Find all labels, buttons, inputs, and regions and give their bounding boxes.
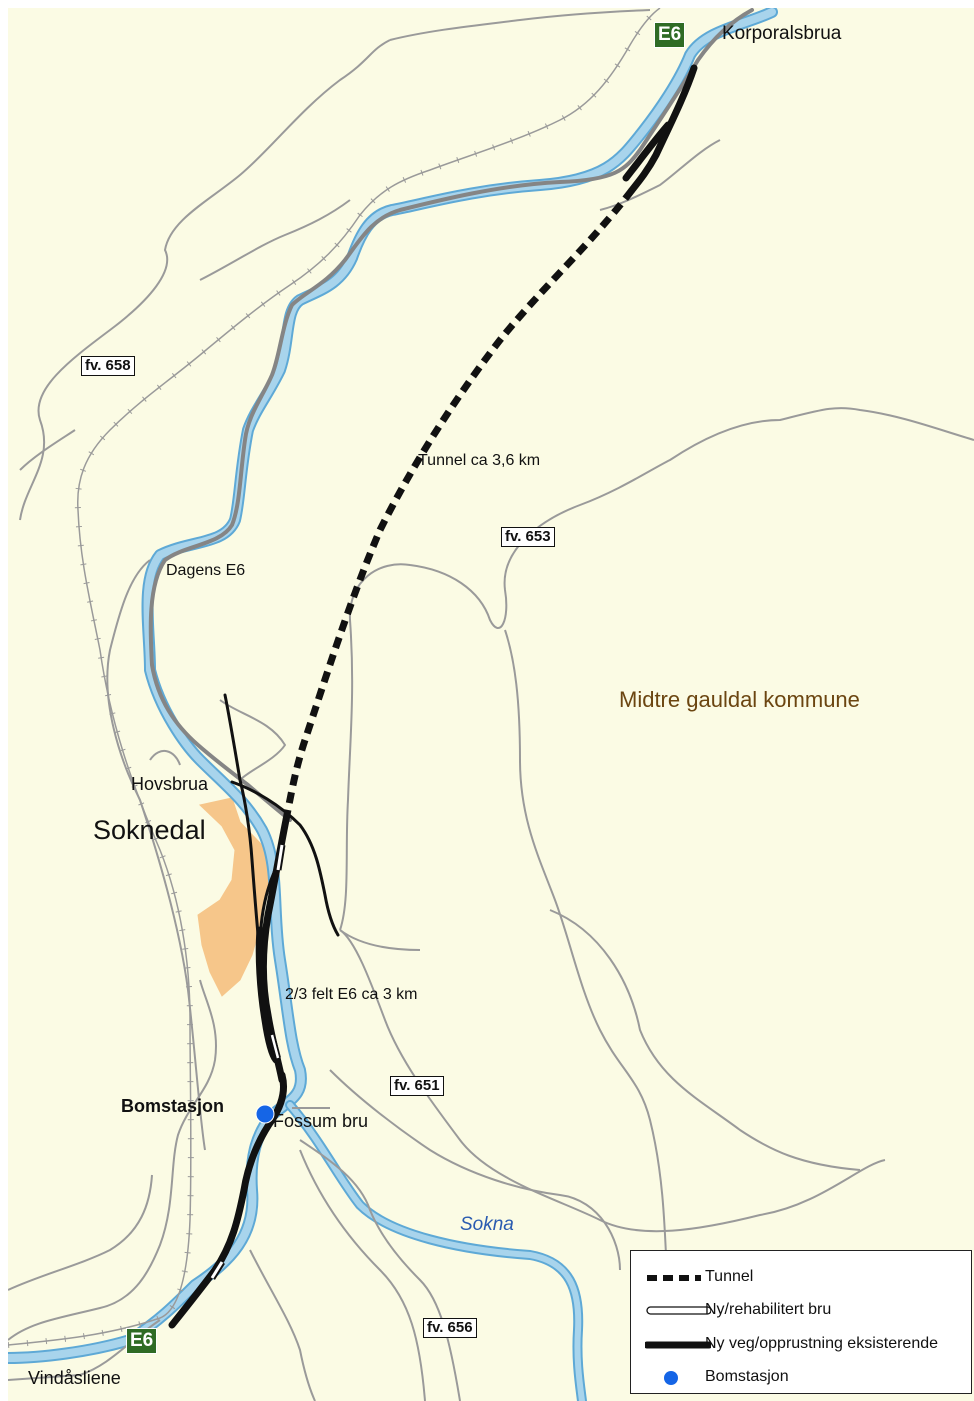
toll-station-marker — [255, 1104, 275, 1124]
map-canvas[interactable] — [8, 8, 974, 1401]
minor-roads — [8, 9, 974, 1401]
label-korporalsbrua: Korporalsbrua — [722, 23, 842, 44]
legend-bridge-label: Ny/rehabilitert bru — [705, 1301, 832, 1318]
legend-new-road-label: Ny veg/opprustning eksisterende — [705, 1335, 939, 1352]
label-vindasliene: Vindåsliene — [28, 1368, 121, 1388]
label-kommune: Midtre gauldal kommune — [619, 687, 860, 712]
legend-toll-label: Bomstasjon — [705, 1368, 789, 1385]
railway — [8, 8, 662, 1348]
shield-fv656: fv. 656 — [423, 1318, 477, 1338]
tunnel-route — [282, 187, 635, 821]
shield-fv653: fv. 653 — [501, 527, 555, 547]
legend-tunnel-label: Tunnel — [705, 1268, 754, 1285]
label-tunnel-note: Tunnel ca 3,6 km — [418, 452, 541, 469]
legend-row-toll: Bomstasjon — [631, 1363, 971, 1393]
legend-bridge-symbol — [646, 1306, 711, 1315]
label-sokna-river: Sokna — [460, 1214, 514, 1235]
legend-toll-symbol — [664, 1371, 678, 1385]
legend-row-bridge: Ny/rehabilitert bru — [631, 1296, 971, 1326]
legend-new-road-symbol — [645, 1341, 711, 1349]
label-fossum-bru: Fossum bru — [273, 1111, 369, 1131]
old-e6 — [148, 8, 754, 822]
legend-row-new-road: Ny veg/opprustning eksisterende — [631, 1330, 971, 1360]
map-legend: Tunnel Ny/rehabilitert bru Ny veg/opprus… — [630, 1250, 972, 1394]
shield-e6-bottom: E6 — [126, 1328, 158, 1354]
label-soknedal: Soknedal — [93, 815, 206, 845]
legend-row-tunnel: Tunnel — [631, 1263, 971, 1293]
legend-tunnel-symbol — [647, 1275, 701, 1281]
label-dagens-e6: Dagens E6 — [166, 562, 246, 579]
new-bridges — [209, 844, 286, 1280]
shield-fv651: fv. 651 — [390, 1076, 444, 1096]
label-bomstasjon: Bomstasjon — [121, 1096, 225, 1116]
label-felt-note: 2/3 felt E6 ca 3 km — [285, 986, 418, 1003]
shield-e6-top: E6 — [654, 22, 686, 48]
label-hovsbrua: Hovsbrua — [131, 774, 209, 794]
map-frame: Korporalsbrua Tunnel ca 3,6 km Dagens E6… — [8, 8, 974, 1401]
shield-fv658: fv. 658 — [81, 356, 135, 376]
